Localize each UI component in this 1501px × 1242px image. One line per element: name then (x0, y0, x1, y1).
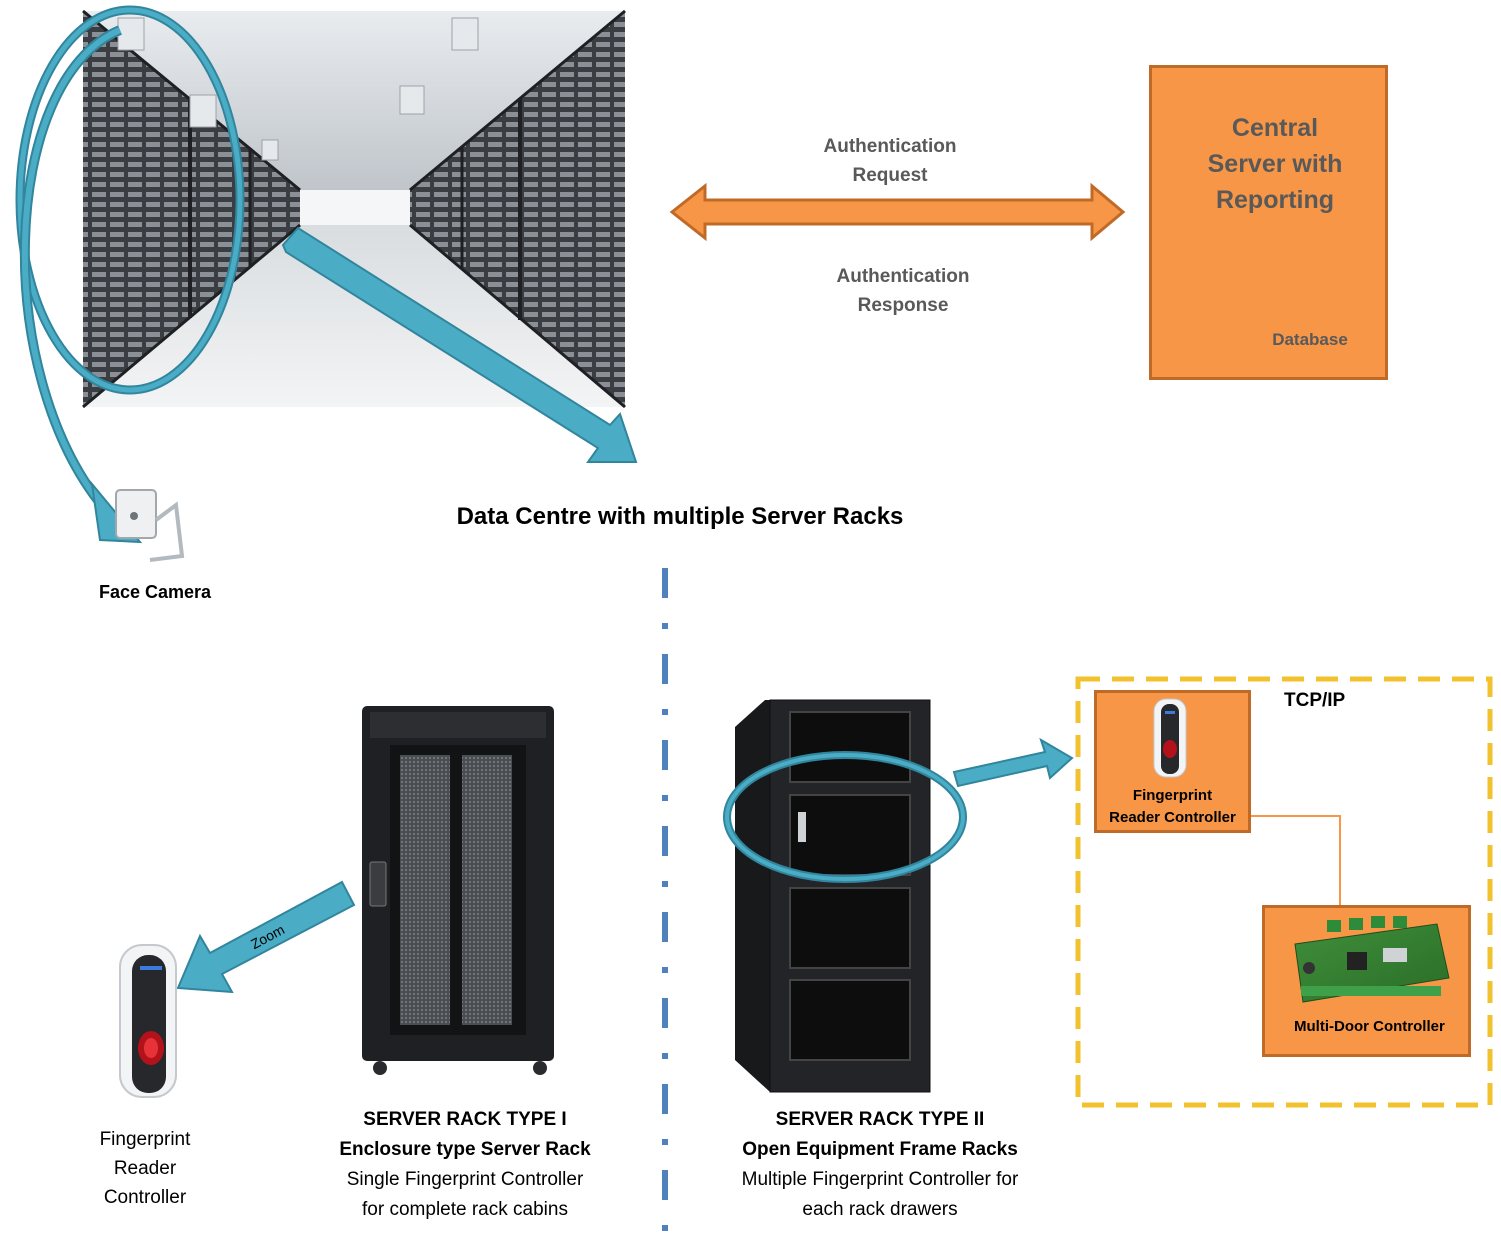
central-server-box (1149, 65, 1388, 380)
auth-request-line-2: Request (852, 165, 928, 186)
multidoor-controller-label: Multi-Door Controller (1294, 1018, 1445, 1035)
face-camera-icon (115, 489, 185, 562)
multidoor-controller-box (1262, 905, 1471, 1057)
zoom-arrow (176, 880, 356, 994)
fp-label-line-3: Controller (103, 1187, 187, 1208)
face-camera-label: Face Camera (98, 582, 212, 602)
rack1-desc-line-1: Single Fingerprint Controller (346, 1169, 584, 1190)
server-rack-type-2 (735, 699, 931, 1093)
fingerprint-reader-label: Fingerprint Reader Controller (60, 1125, 230, 1212)
rack1-subtitle: Enclosure type Server Rack (339, 1139, 591, 1160)
rack-type-2-caption: SERVER RACK TYPE II Open Equipment Frame… (700, 1105, 1060, 1225)
auth-request-label: Authentication Request (775, 132, 1005, 190)
tcpip-network-boundary (1075, 676, 1493, 1108)
fp-controller-line-1: Fingerprint (1132, 787, 1213, 804)
auth-response-line-2: Response (857, 295, 949, 316)
server-rack-type-1 (362, 706, 554, 1075)
rack1-title: SERVER RACK TYPE I (363, 1109, 567, 1130)
datacentre-pointer-arrow (281, 226, 638, 463)
fingerprint-reader-icon (119, 944, 177, 1098)
fingerprint-reader-small-icon (1153, 698, 1187, 778)
rack2-title: SERVER RACK TYPE II (775, 1109, 985, 1130)
network-pointer-arrow (952, 737, 1074, 788)
authentication-arrow (669, 182, 1126, 242)
fp-label-line-2: Reader (113, 1158, 177, 1179)
server-title-line-3: Reporting (1215, 186, 1335, 214)
rack2-desc-line-1: Multiple Fingerprint Controller for (741, 1169, 1019, 1190)
controller-board-icon (1294, 916, 1450, 1003)
central-server-title: Central Server with Reporting (1152, 110, 1398, 218)
fp-label-line-1: Fingerprint (99, 1129, 191, 1150)
fp-controller-line-2: Reader Controller (1109, 809, 1236, 826)
rack2-subtitle: Open Equipment Frame Racks (742, 1139, 1018, 1160)
rack2-desc-line-2: each rack drawers (802, 1199, 958, 1220)
server-title-line-2: Server with (1207, 150, 1343, 178)
auth-request-line-1: Authentication (823, 136, 957, 157)
auth-response-label: Authentication Response (788, 262, 1018, 320)
auth-response-line-1: Authentication (836, 266, 970, 287)
rack-type-1-caption: SERVER RACK TYPE I Enclosure type Server… (300, 1105, 630, 1225)
rack1-desc-line-2: for complete rack cabins (362, 1199, 568, 1220)
controller-connector (1248, 815, 1341, 905)
datacentre-photo (82, 9, 626, 409)
fingerprint-controller-box (1094, 690, 1251, 833)
database-label: Database (1272, 330, 1348, 349)
datacentre-title: Data Centre with multiple Server Racks (456, 503, 904, 530)
ceiling-camera-icon (117, 17, 479, 161)
tcpip-label: TCP/IP (1284, 690, 1346, 711)
fingerprint-controller-label: Fingerprint Reader Controller (1094, 785, 1251, 829)
server-title-line-1: Central (1231, 114, 1319, 142)
